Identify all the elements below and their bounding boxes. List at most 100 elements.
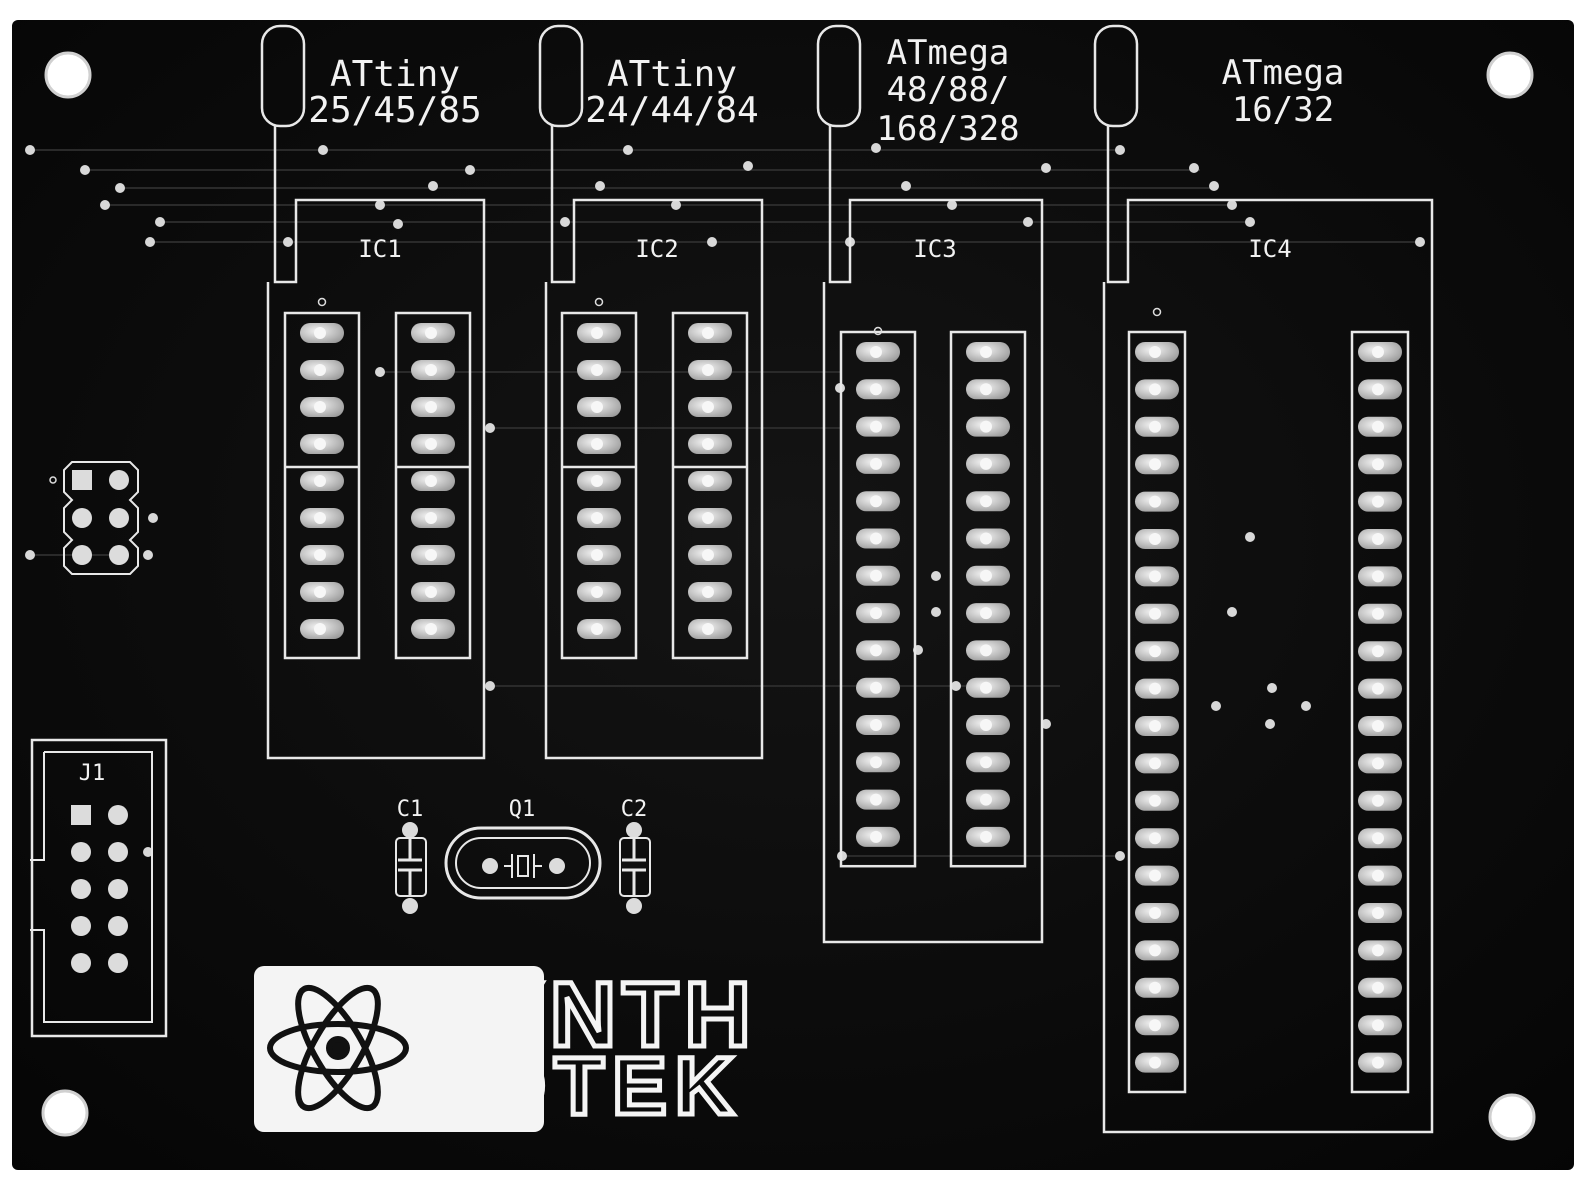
via [485, 681, 495, 691]
header-pin [71, 842, 91, 862]
via [375, 200, 385, 210]
via [25, 145, 35, 155]
header-pin [72, 470, 92, 490]
ic2-title-line1: ATtiny [607, 54, 737, 95]
logo-line2: ROTEK [415, 1041, 742, 1132]
via [707, 237, 717, 247]
via [428, 181, 438, 191]
via [143, 550, 153, 560]
via [283, 237, 293, 247]
via [623, 145, 633, 155]
header-pin [109, 545, 129, 565]
via [595, 181, 605, 191]
ic2-title-line2: 24/44/84 [585, 90, 758, 131]
zif-lever-outline [1093, 24, 1139, 128]
chip-titles: ATtiny 25/45/85 ATtiny 24/44/84 ATmega 4… [308, 33, 1344, 149]
zif-lever-outline [816, 24, 862, 128]
via [115, 183, 125, 193]
via [947, 200, 957, 210]
via [901, 181, 911, 191]
via [155, 217, 165, 227]
via [100, 200, 110, 210]
mounting-holes [41, 51, 1536, 1141]
header-pin [71, 916, 91, 936]
j1-designator: J1 [79, 761, 106, 786]
via [1115, 851, 1125, 861]
via [1115, 145, 1125, 155]
socket-ic1 [283, 297, 472, 660]
via [931, 607, 941, 617]
via [1265, 719, 1275, 729]
via [871, 143, 881, 153]
copper-traces [30, 149, 1420, 857]
socket-ic3 [839, 326, 1027, 868]
logo-line1: SYNTH [415, 964, 757, 1066]
pin1-marker [317, 297, 327, 307]
pin1-marker [873, 326, 883, 336]
via [931, 571, 941, 581]
q1-designator: Q1 [509, 797, 536, 822]
via [1267, 683, 1277, 693]
via [465, 165, 475, 175]
ic2-designator: IC2 [635, 235, 678, 263]
header-pin [72, 545, 92, 565]
header-pin [108, 879, 128, 899]
c2-capacitor [619, 822, 651, 914]
header-pin [108, 805, 128, 825]
synthrotek-logo: SYNTH ROTEK [254, 962, 757, 1135]
pcb-substrate [12, 20, 1574, 1170]
via [318, 145, 328, 155]
via [560, 217, 570, 227]
logo-panel [254, 966, 544, 1132]
ic4-title-line1: ATmega [1222, 53, 1345, 93]
via [1189, 163, 1199, 173]
via [1211, 701, 1221, 711]
via [1245, 532, 1255, 542]
via [951, 681, 961, 691]
ic3-title-line3: 168/328 [876, 109, 1019, 149]
via [743, 161, 753, 171]
header-pin [71, 879, 91, 899]
header-pin [108, 953, 128, 973]
ic-sockets [283, 297, 1410, 1094]
via [375, 367, 385, 377]
header-pin [72, 508, 92, 528]
header-pin [109, 508, 129, 528]
mounting-hole [1488, 1093, 1536, 1141]
header-pin [71, 805, 91, 825]
via [1301, 701, 1311, 711]
ic3-title-line1: ATmega [887, 33, 1010, 73]
ic3-title-line2: 48/88/ [887, 70, 1010, 110]
ic1-designator: IC1 [358, 235, 401, 263]
via [143, 847, 153, 857]
via [485, 423, 495, 433]
zif-lever-outline [260, 24, 306, 128]
mounting-hole [41, 1089, 89, 1137]
c1-capacitor [395, 822, 427, 914]
via [80, 165, 90, 175]
socket-ic4 [1127, 307, 1410, 1094]
c2-designator: C2 [621, 797, 648, 822]
via [1227, 607, 1237, 617]
via [671, 200, 681, 210]
socket-ic2 [560, 297, 749, 660]
header-pin [109, 470, 129, 490]
pin1-marker [594, 297, 604, 307]
ic3-designator: IC3 [913, 235, 956, 263]
via [1041, 163, 1051, 173]
via [1415, 237, 1425, 247]
header-pin [71, 953, 91, 973]
via [1209, 181, 1219, 191]
designators: IC1 IC2 IC3 IC4 J1 C1 Q1 C2 [79, 235, 1292, 822]
atom-icon [267, 984, 409, 1112]
via [1023, 217, 1033, 227]
c1-designator: C1 [397, 797, 424, 822]
ic4-designator: IC4 [1248, 235, 1291, 263]
mounting-hole [44, 51, 92, 99]
q1-crystal [444, 826, 602, 900]
isp-header [49, 461, 139, 575]
header-pin [108, 842, 128, 862]
mounting-hole [1486, 51, 1534, 99]
ic1-title-line2: 25/45/85 [308, 90, 481, 131]
